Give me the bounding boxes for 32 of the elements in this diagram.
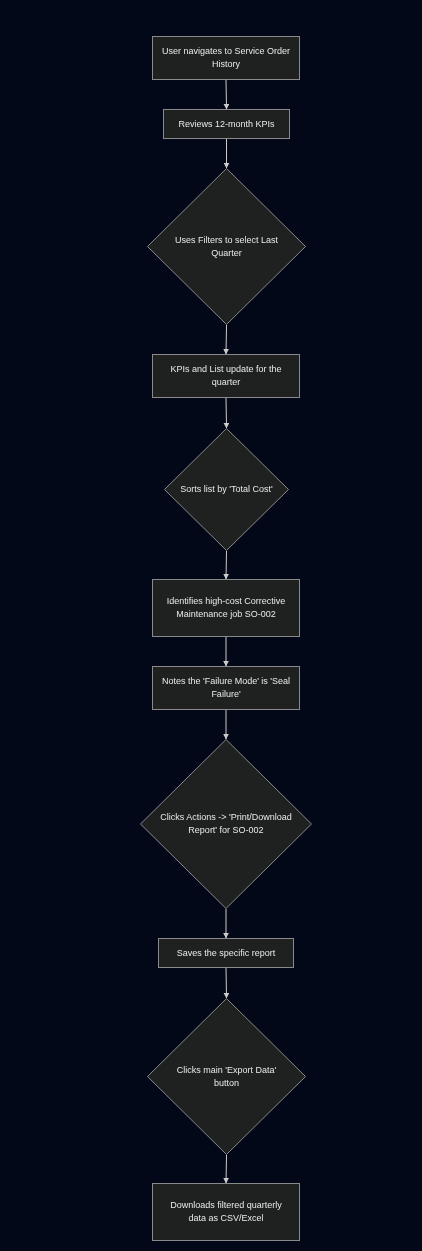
arrow xyxy=(223,908,229,939)
step-text: Identifies high-cost Corrective Maintenance job SO-002 xyxy=(165,595,287,621)
arrow xyxy=(223,397,230,429)
step-text: Sorts list by 'Total Cost' xyxy=(180,483,273,496)
process-box xyxy=(158,938,294,968)
process-box xyxy=(152,579,300,637)
decision-diamond xyxy=(147,998,306,1155)
decision-diamond xyxy=(164,428,289,551)
step-text: Clicks main 'Export Data' button xyxy=(175,1063,278,1090)
arrow xyxy=(223,79,230,110)
process-box xyxy=(163,109,290,139)
arrow xyxy=(223,636,229,667)
arrow xyxy=(223,709,229,740)
step-text: User navigates to Service Order History xyxy=(161,45,291,71)
process-box xyxy=(152,36,300,80)
step-text: Downloads filtered quarterly data as CSV/Excel xyxy=(169,1199,283,1225)
step-text: Uses Filters to select Last Quarter xyxy=(173,233,279,260)
step-text: Reviews 12-month KPIs xyxy=(178,117,275,131)
process-box xyxy=(152,666,300,710)
step-text: KPIs and List update for the quarter xyxy=(169,363,283,389)
arrow xyxy=(223,138,230,169)
step-text: Saves the specific report xyxy=(176,946,276,960)
decision-diamond xyxy=(147,168,306,325)
process-box xyxy=(152,1183,300,1241)
decision-diamond xyxy=(140,739,312,909)
step-text: Clicks Actions -> 'Print/Download Report' for SO-002 xyxy=(159,811,293,837)
process-box xyxy=(152,354,300,398)
arrow xyxy=(223,324,230,355)
arrow xyxy=(223,550,230,580)
arrow xyxy=(223,1154,230,1184)
step-text: Notes the 'Failure Mode' is 'Seal Failure' xyxy=(161,675,291,701)
arrow xyxy=(223,967,230,999)
